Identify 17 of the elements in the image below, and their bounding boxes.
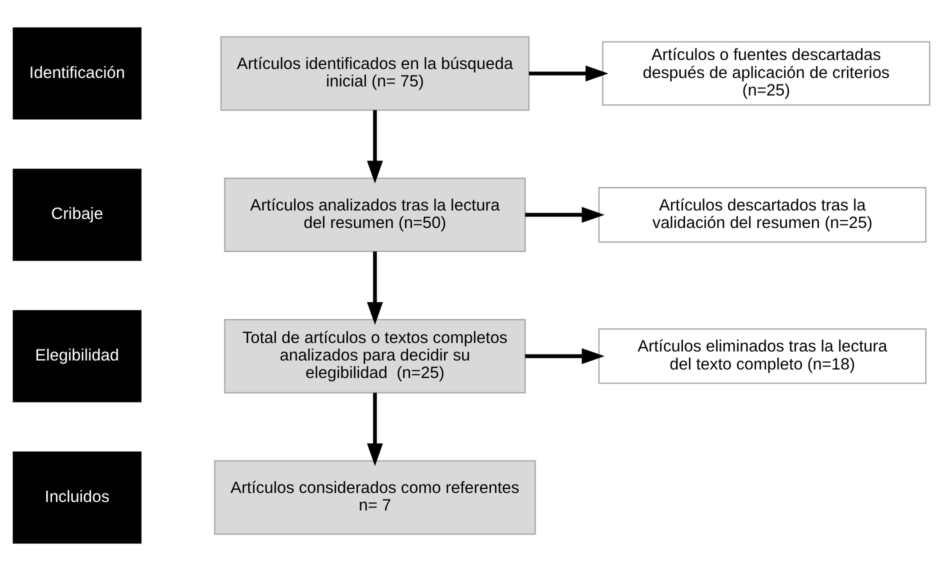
arrow xyxy=(525,348,605,364)
arrow xyxy=(366,110,383,184)
node-box: Artículos o fuentes descartadas después de aplicación de criterios (n=25) xyxy=(602,41,930,106)
arrow xyxy=(525,206,605,223)
node-box: Artículos descartados tras la validación del resumen (n=25) xyxy=(598,187,926,243)
node-box: Artículos considerados como referentes n= 7 xyxy=(214,460,536,535)
node-box: Incluidos xyxy=(12,451,142,544)
arrow xyxy=(366,251,383,325)
node-box: Identificación xyxy=(12,27,142,120)
arrow xyxy=(528,66,608,82)
node-box: Artículos eliminados tras la lectura del texto completo (n=18) xyxy=(598,328,926,384)
node-box: Total de artículos o textos completos analizados para decidir su elegibilidad (n=25) xyxy=(224,318,526,394)
node-box: Cribaje xyxy=(12,168,142,261)
arrow xyxy=(366,392,383,466)
node-box: Elegibilidad xyxy=(12,310,142,402)
node-box: Artículos identificados en la búsqueda inicial (n= 75) xyxy=(220,36,530,111)
node-box: Artículos analizados tras la lectura del resumen (n=50) xyxy=(224,178,526,252)
